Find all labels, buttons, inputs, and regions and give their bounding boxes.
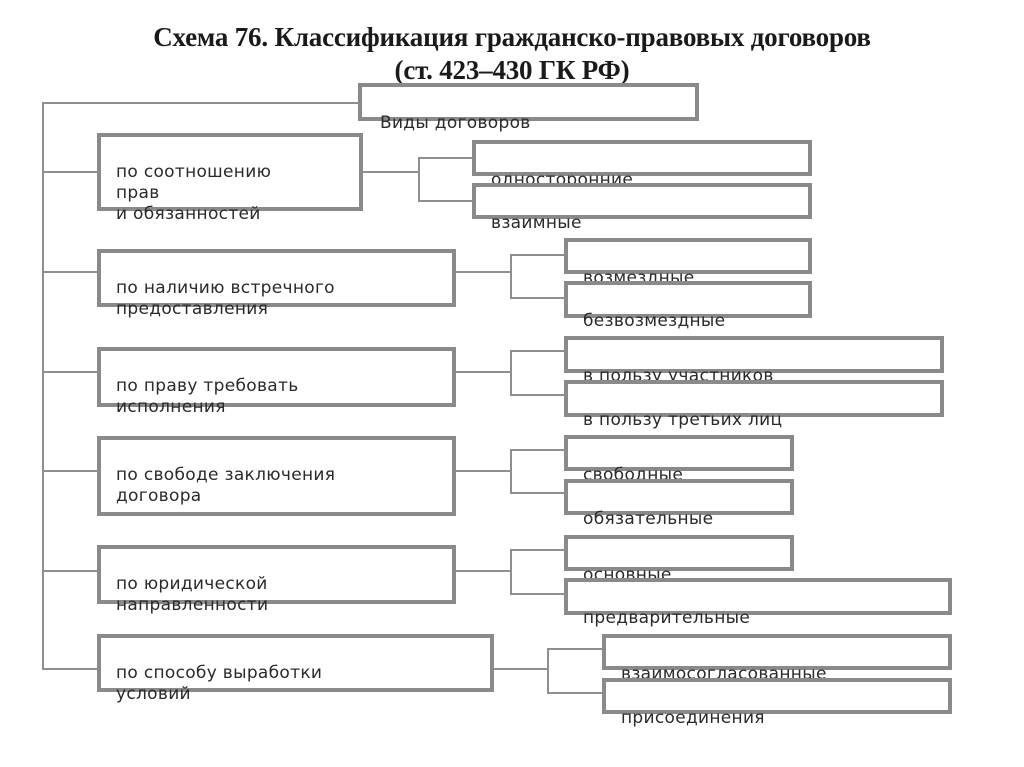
connector-type-4-1	[510, 449, 566, 451]
connector-category-2-out	[453, 271, 511, 273]
category-label: по способу выработки условий	[116, 663, 323, 704]
type-box-6-1: взаимосогласованные	[602, 634, 952, 684]
connector-type-3-2	[510, 394, 566, 396]
category-label: по юридической направленности	[116, 574, 269, 615]
diagram-title-line-2: (ст. 423–430 ГК РФ)	[394, 55, 630, 85]
connector-type-1-1	[418, 157, 474, 159]
category-label: по соотношению прав и обязанностей	[116, 162, 272, 224]
type-label: предварительные	[583, 608, 751, 628]
category-box-3: по праву требовать исполнения	[97, 347, 456, 417]
root-label: Виды договоров	[380, 113, 531, 133]
connector-type-5-1	[510, 549, 566, 551]
type-box-3-1: в пользу участников	[564, 336, 944, 386]
bracket-category-2	[510, 254, 512, 299]
type-label: обязательные	[583, 509, 714, 529]
type-box-6-2: присоединения	[602, 678, 952, 728]
connector-type-6-1	[547, 648, 604, 650]
connector-category-6-out	[491, 668, 548, 670]
connector-type-4-2	[510, 492, 566, 494]
type-box-5-2: предварительные	[564, 578, 952, 628]
type-box-4-1: свободные	[564, 435, 794, 485]
connector-category-1	[42, 171, 99, 173]
connector-category-1-out	[360, 171, 419, 173]
connector-type-3-1	[510, 350, 566, 352]
connector-category-2	[42, 271, 99, 273]
bracket-category-3	[510, 350, 512, 396]
type-box-5-1: основные	[564, 535, 794, 585]
type-label: присоединения	[621, 708, 765, 728]
connector-category-5	[42, 570, 99, 572]
connector-trunk	[42, 102, 44, 669]
category-label: по свободе заключения договора	[116, 465, 336, 506]
type-box-4-2: обязательные	[564, 479, 794, 529]
type-label: в пользу третьих лиц	[583, 410, 783, 430]
category-label: по праву требовать исполнения	[116, 376, 299, 417]
diagram-title-line-1: Схема 76. Классификация гражданско-право…	[153, 22, 871, 52]
connector-category-3	[42, 371, 99, 373]
bracket-category-1	[418, 157, 420, 202]
category-box-5: по юридической направленности	[97, 545, 456, 615]
connector-type-2-2	[510, 297, 566, 299]
connector-category-6	[42, 668, 99, 670]
type-box-1-2: взаимные	[472, 183, 812, 233]
connector-type-6-2	[547, 692, 604, 694]
type-box-3-2: в пользу третьих лиц	[564, 380, 944, 430]
category-box-4: по свободе заключения договора	[97, 436, 456, 516]
bracket-category-6	[547, 648, 549, 694]
connector-type-1-2	[418, 200, 474, 202]
category-box-1: по соотношению прав и обязанностей	[97, 133, 363, 224]
category-box-6: по способу выработки условий	[97, 634, 494, 704]
connector-type-2-1	[510, 254, 566, 256]
type-box-2-1: возмездные	[564, 238, 812, 288]
connector-root	[42, 102, 360, 104]
category-box-2: по наличию встречного предоставления	[97, 249, 456, 319]
connector-category-3-out	[453, 371, 511, 373]
type-box-1-1: односторонние	[472, 140, 812, 190]
root-box: Виды договоров	[358, 83, 699, 133]
type-label: безвозмездные	[583, 311, 726, 331]
type-label: взаимные	[491, 213, 582, 233]
connector-type-5-2	[510, 593, 566, 595]
bracket-category-5	[510, 549, 512, 595]
type-box-2-2: безвозмездные	[564, 281, 812, 331]
connector-category-4	[42, 470, 99, 472]
connector-category-4-out	[453, 470, 511, 472]
bracket-category-4	[510, 449, 512, 494]
category-label: по наличию встречного предоставления	[116, 278, 335, 319]
connector-category-5-out	[453, 570, 511, 572]
